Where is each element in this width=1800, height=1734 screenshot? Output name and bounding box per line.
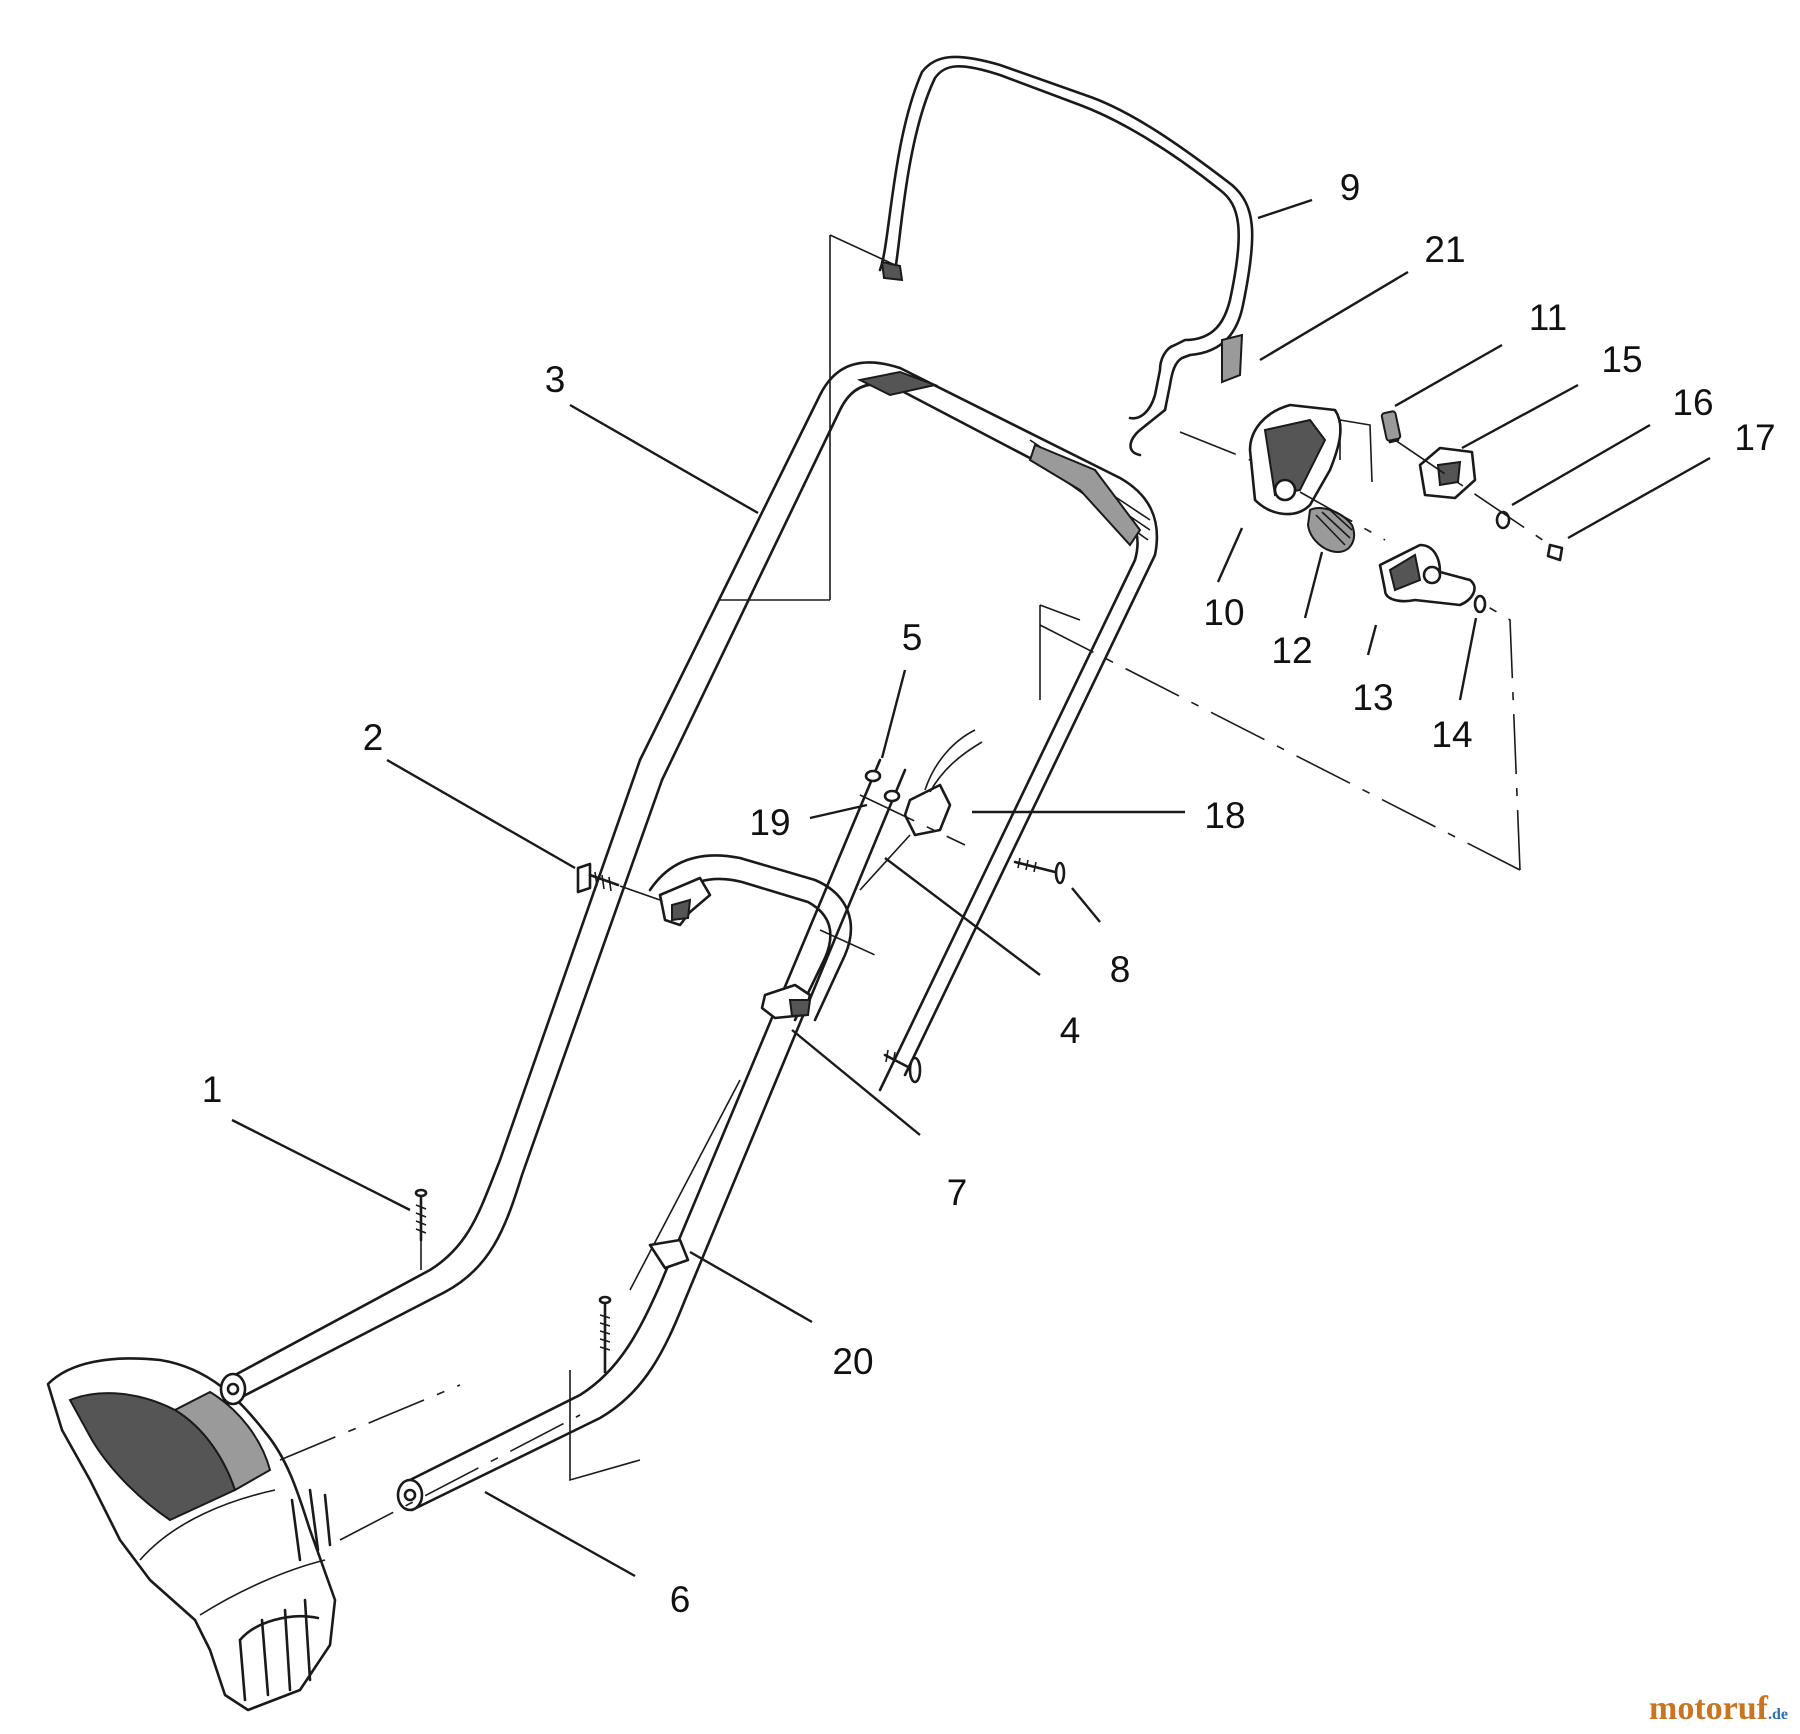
hardware (414, 234, 1373, 1482)
upper-handle (638, 361, 1159, 1092)
washer-5 (864, 769, 882, 783)
bail-bar (878, 55, 1254, 457)
callout-labels: 1 2 3 4 5 6 7 8 9 10 11 12 13 14 15 16 1… (202, 167, 1776, 1620)
callout-9: 9 (1340, 167, 1361, 208)
cable-clip-20 (648, 1238, 690, 1270)
callout-19: 19 (749, 802, 790, 843)
watermark-main: motoruf (1649, 1690, 1768, 1727)
leader-20 (689, 1250, 813, 1324)
leader-2 (386, 758, 576, 870)
callout-17: 17 (1734, 417, 1775, 458)
watermark-tld: .de (1768, 1706, 1788, 1723)
tube-end-right (396, 1478, 424, 1512)
leader-10 (1216, 527, 1244, 583)
part-21-shape (1221, 333, 1244, 384)
cable-4 (859, 834, 911, 891)
lower-handle-left (219, 758, 664, 1406)
callout-16: 16 (1672, 382, 1713, 423)
callout-20: 20 (832, 1341, 873, 1382)
callout-15: 15 (1601, 339, 1642, 380)
leader-13 (1366, 624, 1378, 656)
leader-9 (1257, 198, 1313, 220)
callout-3: 3 (545, 359, 566, 400)
callout-1: 1 (202, 1069, 223, 1110)
watermark-logo: motoruf.de (1649, 1690, 1788, 1728)
callout-18: 18 (1204, 795, 1245, 836)
assembly-lines (279, 431, 1551, 1541)
leader-4 (884, 857, 1041, 976)
leader-11 (1394, 343, 1503, 408)
callout-12: 12 (1271, 630, 1312, 671)
lower-handle-right (396, 758, 907, 1512)
leader-7 (791, 1029, 921, 1136)
part-16-washer (1495, 510, 1511, 530)
callout-11: 11 (1529, 297, 1567, 338)
blower-housing (46, 1357, 337, 1712)
leader-17 (1567, 456, 1711, 540)
leader-8 (1071, 887, 1101, 923)
bolt-2 (576, 862, 592, 894)
leader-lines (231, 198, 1711, 1578)
crossbar (648, 854, 853, 1022)
callout-5: 5 (902, 617, 923, 658)
leader-12 (1303, 551, 1324, 619)
switch-18 (903, 783, 952, 837)
callout-21: 21 (1424, 229, 1465, 270)
callout-7: 7 (947, 1172, 968, 1213)
leader-14 (1458, 617, 1478, 701)
callout-14: 14 (1431, 714, 1472, 755)
part-17-screw (1546, 543, 1564, 562)
leader-6 (484, 1490, 636, 1578)
leader-5 (880, 669, 907, 759)
leader-3 (569, 403, 759, 515)
part-14-nut (1473, 594, 1487, 614)
callout-4: 4 (1060, 1010, 1081, 1051)
washer-19 (883, 789, 901, 803)
switch-box-parts (1221, 333, 1564, 614)
callout-2: 2 (363, 717, 384, 758)
leader-15 (1461, 383, 1579, 450)
leader-19 (809, 803, 868, 820)
leader-1 (231, 1118, 411, 1212)
callout-10: 10 (1203, 592, 1244, 633)
tube-end-left (219, 1372, 247, 1406)
callout-8: 8 (1110, 949, 1131, 990)
leader-21 (1259, 270, 1409, 362)
leader-16 (1511, 423, 1651, 507)
callout-13: 13 (1352, 677, 1393, 718)
callout-6: 6 (670, 1579, 691, 1620)
